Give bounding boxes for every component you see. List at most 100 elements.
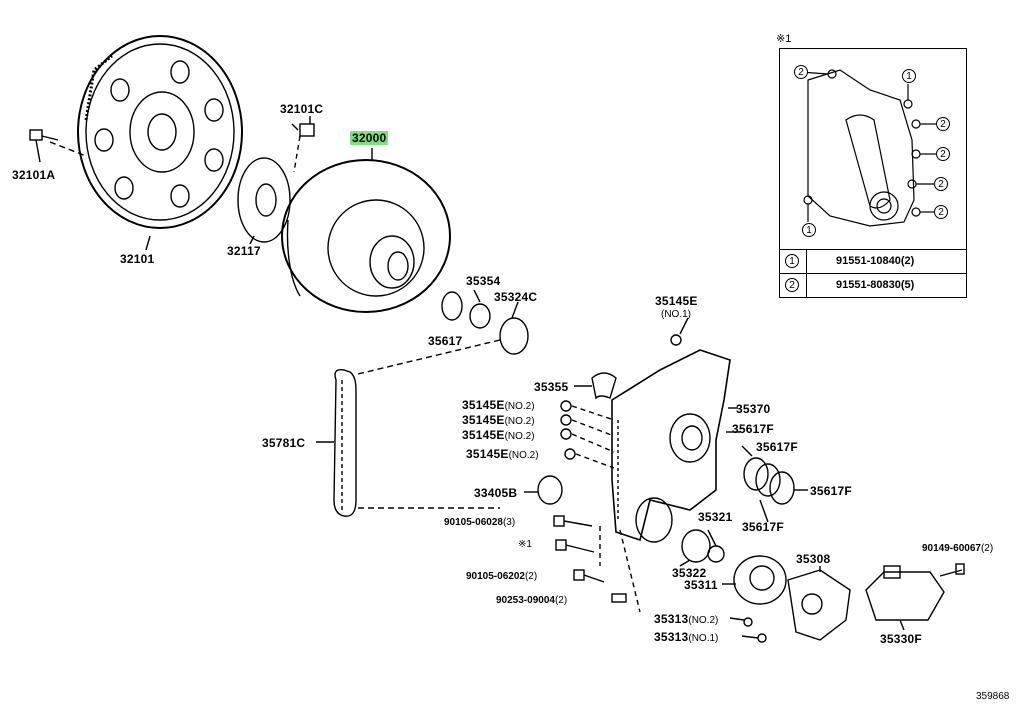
label-35145E-a-note: (NO.2) [504,401,535,412]
label-90105-06028[interactable]: 90105-06028(3) [444,514,515,530]
label-35145E-top[interactable]: 35145E [655,294,698,308]
inset-legend-row-2-value[interactable]: 91551-80830(5) [836,279,915,291]
label-33405B[interactable]: 33405B [474,486,518,500]
label-35145E-c-note: (NO.2) [504,431,535,442]
label-35145E-d-text: 35145E [466,447,509,461]
washer-35313-b-drawing [757,633,767,643]
bolt-32101A-drawing [29,129,59,163]
label-35354[interactable]: 35354 [466,274,501,288]
label-90253-09004[interactable]: 90253-09004(2) [496,592,567,608]
inset-callout-2-e: 2 [934,205,948,219]
label-32000-text: 32000 [350,131,389,145]
label-35324C[interactable]: 35324C [494,290,538,304]
inset-ref-mark: ※1 [776,33,792,45]
label-32117[interactable]: 32117 [227,244,261,258]
label-35355[interactable]: 35355 [534,380,569,394]
torque-converter-drawing [281,159,451,313]
pin-90253-09004-drawing [611,593,627,603]
label-35313-b[interactable]: 35313(NO.1) [654,630,718,646]
bolt-ref1-drawing [555,539,595,553]
gear-35322-drawing [681,529,711,563]
label-ref1[interactable]: ※1 [518,539,532,550]
label-32101[interactable]: 32101 [120,252,155,266]
inset-callout-2-b: 2 [936,117,950,131]
seal-ring-35617F-c-drawing [769,471,795,505]
label-90105-06028-qty: (3) [502,517,516,528]
label-90253-09004-text: 90253-09004 [496,595,555,606]
label-90105-06028-text: 90105-06028 [444,517,503,528]
seal-35324C-drawing [499,317,529,355]
label-35322[interactable]: 35322 [672,566,707,580]
label-35145E-a-text: 35145E [462,398,505,412]
bolt-32101C-drawing [291,123,315,173]
inset-callout-2-a: 2 [794,65,808,79]
seal-35617-drawing [441,291,463,321]
washer-35313-a-drawing [743,617,753,627]
label-35617F-c[interactable]: 35617F [810,484,852,498]
inset-legend-row-2-numcell: 2 [780,274,807,298]
label-35311[interactable]: 35311 [684,578,718,592]
label-35617F-d[interactable]: 35617F [742,520,784,534]
label-35321[interactable]: 35321 [698,510,733,524]
label-35313-b-text: 35313 [654,630,689,644]
ring-35355-drawing [591,372,617,400]
inset-legend-row-2: 2 91551-80830(5) [780,273,966,298]
nut-35145E-a-drawing [560,400,572,412]
label-32000[interactable]: 32000 [350,131,389,145]
drive-plate-drawing [77,35,243,229]
label-35313-b-note: (NO.1) [688,633,719,644]
label-35145E-b-text: 35145E [462,413,505,427]
pump-cover-35311-drawing [733,555,787,605]
belt-35781C-drawing [333,369,357,517]
label-32101C[interactable]: 32101C [280,102,324,116]
label-35145E-top-note: (NO.1) [661,309,691,320]
nut-35145E-d-drawing [564,448,576,460]
label-35145E-b[interactable]: 35145E(NO.2) [462,413,535,429]
label-35330F[interactable]: 35330F [880,632,922,646]
label-35145E-d-note: (NO.2) [508,450,539,461]
inset-legend-row-1-num: 1 [785,254,799,268]
nut-35145E-b-drawing [560,414,572,426]
label-90149-60067-text: 90149-60067 [922,543,981,554]
label-35145E-d[interactable]: 35145E(NO.2) [466,447,539,463]
label-35617F-a[interactable]: 35617F [732,422,774,436]
nut-35145E-top-drawing [670,334,682,346]
label-35617F-b[interactable]: 35617F [756,440,798,454]
label-35145E-a[interactable]: 35145E(NO.2) [462,398,535,414]
label-32101A[interactable]: 32101A [12,168,56,182]
label-90105-06202-qty: (2) [524,571,538,582]
label-35313-a[interactable]: 35313(NO.2) [654,612,718,628]
gear-33405B-drawing [537,475,563,505]
inset-legend-row-1-numcell: 1 [780,250,807,274]
inset-callout-1-b: 1 [802,223,816,237]
label-90149-60067[interactable]: 90149-60067(2) [922,540,993,556]
label-90105-06202[interactable]: 90105-06202(2) [466,568,537,584]
inset-callout-2-c: 2 [936,147,950,161]
figure-id: 359868 [976,691,1010,702]
ring-35354-drawing [469,303,491,329]
inset-callout-2-d: 2 [934,177,948,191]
label-90105-06202-text: 90105-06202 [466,571,525,582]
pump-35308-drawing [787,569,851,641]
label-35145E-c-text: 35145E [462,428,505,442]
seal-ring-35617F-a-drawing [743,457,769,491]
label-35313-a-note: (NO.2) [688,615,719,626]
nut-35145E-c-drawing [560,428,572,440]
strainer-35330F-drawing [865,565,945,621]
label-35781C[interactable]: 35781C [262,436,306,450]
seal-ring-35617F-b-drawing [755,463,781,497]
label-90149-60067-qty: (2) [980,543,994,554]
inset-legend-box: 2 1 2 2 2 2 1 1 91551-10840(2) 2 91551-8… [779,48,967,298]
bolt-90149-60067-drawing [939,563,965,577]
label-35370[interactable]: 35370 [736,402,771,416]
inset-callout-1-a: 1 [902,69,916,83]
label-35308[interactable]: 35308 [796,552,831,566]
label-90253-09004-qty: (2) [554,595,568,606]
bolt-90105-06028-drawing [553,515,593,527]
bolt-90105-06202-drawing [573,569,605,583]
inset-legend-row-1-value[interactable]: 91551-10840(2) [836,255,915,267]
label-35313-a-text: 35313 [654,612,689,626]
inset-legend-row-2-num: 2 [785,278,799,292]
label-35617[interactable]: 35617 [428,334,463,348]
label-35145E-c[interactable]: 35145E(NO.2) [462,428,535,444]
